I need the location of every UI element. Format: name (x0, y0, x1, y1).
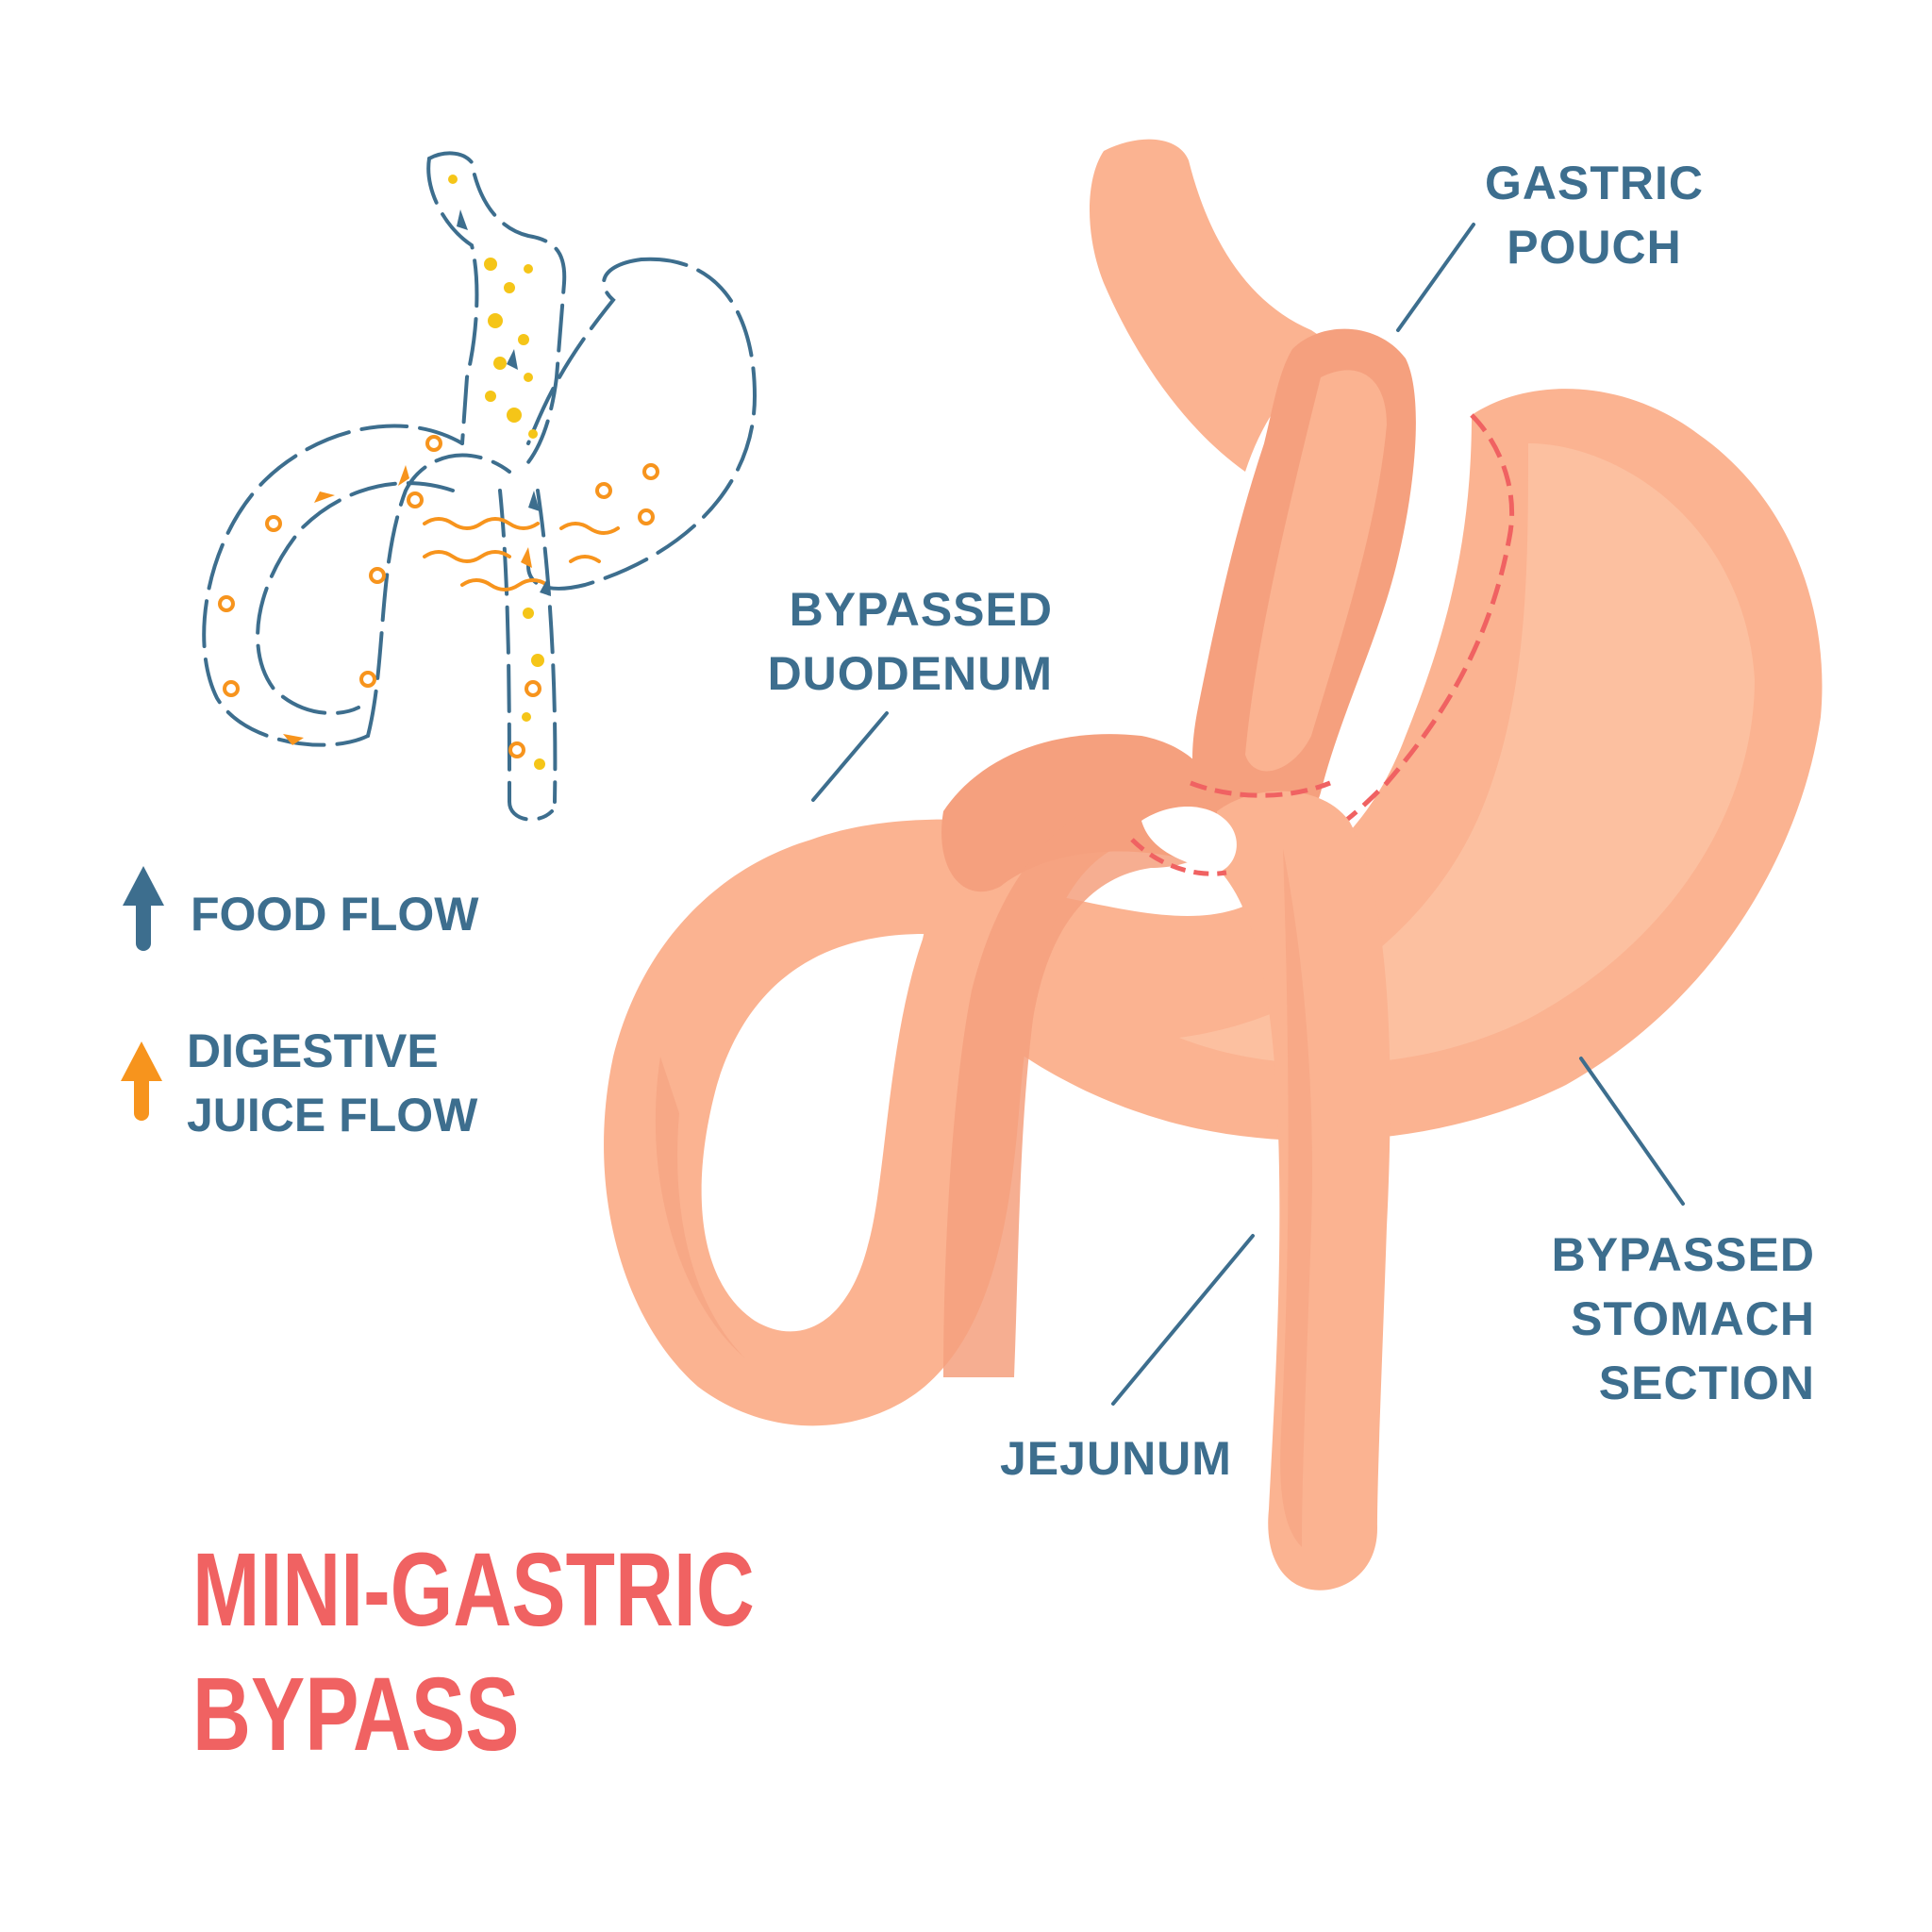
legend-juice-arrow-icon (121, 1041, 162, 1113)
label-stomach-line1: BYPASSED (1552, 1223, 1815, 1287)
label-bypassed-stomach: BYPASSED STOMACH SECTION (1552, 1223, 1815, 1415)
legend-food-flow-label: FOOD FLOW (191, 882, 479, 946)
label-duodenum-line1: BYPASSED (768, 577, 1053, 641)
schematic-esophagus-inner (428, 158, 476, 443)
label-bypassed-duodenum: BYPASSED DUODENUM (768, 577, 1053, 706)
schematic-jejunum-right (538, 491, 555, 802)
label-duodenum-line2: DUODENUM (768, 641, 1053, 706)
legend-juice-line2: JUICE FLOW (187, 1083, 477, 1147)
label-jejunum: JEJUNUM (1000, 1426, 1232, 1491)
label-stomach-line2: STOMACH (1552, 1287, 1815, 1351)
legend-juice-line1: DIGESTIVE (187, 1019, 477, 1083)
schematic-loop-outer (204, 425, 462, 744)
label-gastric-pouch-line1: GASTRIC (1481, 151, 1707, 215)
label-gastric-pouch: GASTRIC POUCH (1481, 151, 1707, 279)
leader-stomach (1581, 1058, 1683, 1204)
leader-jejunum (1113, 1236, 1253, 1404)
schematic-jejunum-left (500, 491, 552, 820)
leader-duodenum (813, 713, 887, 800)
legend-food-flow: FOOD FLOW (191, 882, 479, 946)
schematic-illustration (204, 153, 755, 819)
schematic-loop-inner (258, 483, 453, 713)
schematic-esophagus (429, 153, 564, 462)
schematic-juice-arrows (283, 465, 532, 745)
label-jejunum-text: JEJUNUM (1000, 1426, 1232, 1491)
schematic-limb (368, 456, 509, 736)
page-title: MINI-GASTRIC BYPASS (192, 1528, 755, 1777)
title-line2: BYPASS (192, 1653, 755, 1777)
legend-juice-flow: DIGESTIVE JUICE FLOW (187, 1019, 477, 1147)
legend-food-arrow-icon (123, 866, 164, 943)
title-line1: MINI-GASTRIC (192, 1528, 755, 1653)
label-gastric-pouch-line2: POUCH (1481, 215, 1707, 279)
schematic-juice-waves (425, 519, 618, 590)
leader-gastric-pouch (1398, 225, 1474, 330)
schematic-stomach-top (528, 259, 641, 443)
schematic-food-arrows (457, 209, 551, 596)
label-stomach-line3: SECTION (1552, 1351, 1815, 1415)
